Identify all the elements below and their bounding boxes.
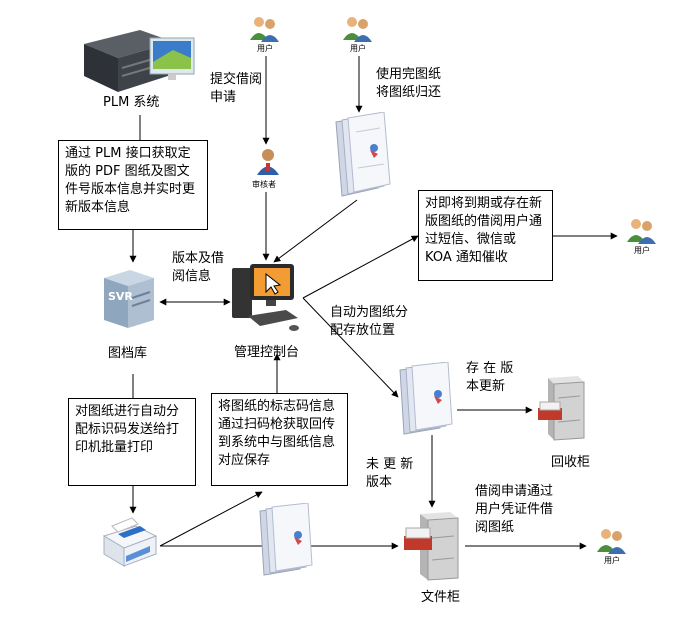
- archive-label: 图档库: [108, 346, 148, 361]
- svg-text:SVR: SVR: [108, 290, 133, 303]
- recycle-cabinet-icon: [538, 376, 585, 441]
- plm-system-label: PLM 系统: [103, 95, 160, 110]
- new-version-exists-label: 存 在 版 本更新: [466, 361, 514, 394]
- version-borrow-info-label: 版本及借 阅信息: [172, 251, 225, 284]
- console-computer-icon: [232, 264, 299, 331]
- user-label: 用户: [350, 44, 366, 53]
- document-stack-icon: [399, 362, 453, 435]
- plm-server-icon: [84, 30, 195, 92]
- scan-code-box: 将图纸的标志码信息通过扫码枪获取回传到系统中与图纸信息对应保存: [211, 393, 348, 486]
- auto-allocate-label: 自动为图纸分 配存放位置: [330, 305, 409, 338]
- user-icon: [627, 219, 656, 244]
- document-stack-icon: [335, 112, 391, 197]
- borrow-by-credential-label: 借阅申请通过 用户凭证件借 阅图纸: [475, 484, 554, 535]
- return-drawings-label: 使用完图纸 将图纸归还: [376, 67, 442, 100]
- archive-server-icon: SVR: [104, 270, 154, 328]
- printer-icon: [102, 517, 158, 567]
- document-stack-icon: [259, 503, 313, 576]
- file-cabinet-label: 文件柜: [421, 590, 461, 605]
- user-icon: [250, 17, 279, 42]
- plm-interface-box: 通过 PLM 接口获取定版的 PDF 图纸及图文件号版本信息并实时更新版本信息: [58, 140, 208, 230]
- user-icon: [597, 529, 626, 554]
- reviewer-label: 审核者: [252, 180, 276, 189]
- no-update-label: 未 更 新 版本: [366, 457, 414, 490]
- file-cabinet-icon: [404, 512, 459, 581]
- user-label: 用户: [634, 246, 650, 255]
- user-label: 用户: [604, 556, 620, 565]
- user-icon: [343, 17, 372, 42]
- notify-box: 对即将到期或存在新版图纸的借阅用户通过短信、微信或 KOA 通知催收: [418, 190, 553, 281]
- reviewer-icon: [257, 149, 279, 175]
- submit-request-label: 提交借阅 申请: [210, 72, 263, 105]
- user-label: 用户: [257, 44, 273, 53]
- auto-code-print-box: 对图纸进行自动分配标识码发送给打印机批量打印: [68, 398, 196, 486]
- recycle-cabinet-label: 回收柜: [551, 455, 591, 470]
- console-label: 管理控制台: [234, 345, 300, 360]
